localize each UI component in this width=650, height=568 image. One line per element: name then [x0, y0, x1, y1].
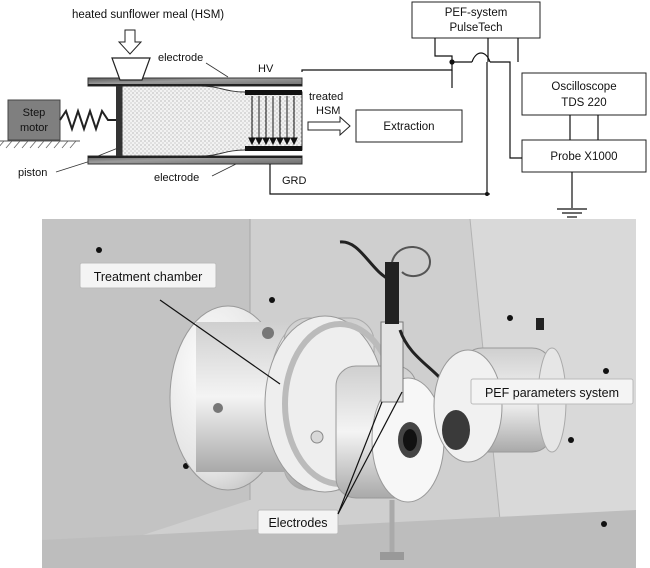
piston-head — [116, 85, 122, 157]
oscilloscope-box — [521, 72, 647, 116]
step-motor-box — [7, 99, 61, 141]
spring — [59, 107, 116, 133]
hopper — [111, 57, 151, 81]
probe-box — [521, 139, 647, 173]
pef-system-box — [411, 1, 541, 39]
pef-system-label-2: PulseTech — [449, 22, 502, 34]
oscilloscope-label-1: Oscilloscope — [551, 81, 616, 93]
extraction-label: Extraction — [383, 121, 434, 133]
electrodes-label: Electrodes — [268, 516, 327, 530]
pef-parameters-callout — [470, 378, 634, 405]
probe-label: Probe X1000 — [550, 151, 617, 163]
treatment-chamber-label: Treatment chamber — [94, 270, 203, 284]
hsm-label: HSM — [316, 105, 340, 117]
hv-label: HV — [258, 63, 274, 75]
pef-parameters-unit — [433, 349, 503, 463]
treated-label: treated — [309, 91, 343, 103]
piston-label: piston — [18, 167, 47, 179]
syringe — [380, 321, 404, 403]
electrodes-callout — [257, 509, 339, 535]
treatment-chamber-callout — [79, 262, 217, 289]
chamber-body — [121, 85, 303, 157]
output-arrow — [307, 115, 351, 137]
grd-label: GRD — [282, 175, 307, 187]
pef-parameters-label: PEF parameters system — [485, 386, 619, 400]
schematic: Step motor piston — [0, 1, 647, 218]
electrode-top-label: electrode — [158, 52, 203, 64]
feed-arrow — [117, 29, 143, 55]
oscilloscope-label-2: TDS 220 — [561, 97, 606, 109]
electrode-bottom-label: electrode — [154, 172, 199, 184]
grd-electrode-plate — [245, 146, 302, 151]
wiring — [269, 38, 599, 218]
hv-electrode-plate — [245, 90, 302, 95]
pef-system-label-1: PEF-system — [445, 7, 508, 19]
ground-hatch — [0, 140, 77, 149]
field-arrows — [248, 96, 298, 146]
step-motor-label-1: Step — [23, 107, 46, 119]
step-motor-label-2: motor — [20, 122, 48, 134]
extraction-box — [355, 109, 463, 143]
photo: Treatment chamber PEF parameters system … — [42, 218, 636, 568]
hsm-feed-label: heated sunflower meal (HSM) — [72, 9, 224, 21]
